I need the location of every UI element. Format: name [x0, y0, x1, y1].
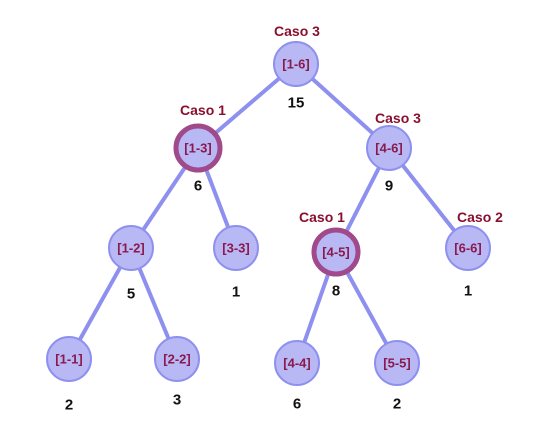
node-circle — [274, 340, 320, 386]
tree-node-n13: [1-3] 6 Caso 1 — [173, 102, 226, 195]
node-circle — [213, 225, 259, 271]
node-case-label: Caso 3 — [375, 110, 421, 126]
node-circle — [374, 340, 420, 386]
node-value-label: 2 — [393, 396, 401, 413]
node-interval-label: [1-2] — [117, 241, 144, 256]
tree-node-n16: [1-6] 15 Caso 3 — [273, 23, 320, 112]
tree-node-n33: [3-3] 1 — [213, 225, 259, 301]
node-value-label: 6 — [293, 396, 301, 413]
tree-node-n45: [4-5] 8 Caso 1 — [299, 209, 361, 300]
node-circle — [366, 125, 412, 171]
node-circle — [46, 336, 92, 382]
node-interval-label: [1-6] — [282, 57, 309, 72]
node-value-label: 8 — [332, 283, 340, 300]
node-value-label: 5 — [127, 286, 135, 303]
tree-node-n12: [1-2] 5 — [108, 225, 154, 303]
node-interval-label: [1-3] — [184, 141, 211, 156]
tree-node-n55: [5-5] 2 — [374, 340, 420, 413]
node-interval-label: [4-5] — [322, 245, 349, 260]
node-interval-label: [6-6] — [454, 241, 481, 256]
node-interval-label: [4-6] — [375, 141, 402, 156]
node-circle — [108, 225, 154, 271]
tree-node-n46: [4-6] 9 Caso 3 — [366, 110, 421, 195]
highlighted-node-circle — [173, 123, 223, 173]
node-circle — [154, 336, 200, 382]
node-interval-label: [2-2] — [163, 352, 190, 367]
node-circle — [445, 225, 491, 271]
tree-node-n22: [2-2] 3 — [154, 336, 200, 409]
node-circle — [273, 41, 319, 87]
node-case-label: Caso 1 — [299, 209, 345, 225]
node-value-label: 15 — [288, 95, 305, 112]
node-case-label: Caso 1 — [180, 102, 226, 118]
node-value-label: 6 — [194, 178, 202, 195]
node-case-label: Caso 3 — [274, 23, 320, 39]
node-value-label: 3 — [173, 392, 181, 409]
node-interval-label: [1-1] — [55, 352, 82, 367]
node-value-label: 1 — [464, 283, 472, 300]
tree-node-n66: [6-6] 1 Caso 2 — [445, 209, 503, 300]
tree-edges — [67, 62, 470, 365]
node-value-label: 2 — [65, 397, 73, 414]
node-value-label: 9 — [385, 178, 393, 195]
node-interval-label: [4-4] — [283, 356, 310, 371]
tree-node-n11: [1-1] 2 — [46, 336, 92, 414]
node-value-label: 1 — [232, 284, 240, 301]
node-interval-label: [3-3] — [222, 241, 249, 256]
highlighted-node-circle — [311, 227, 361, 277]
node-case-label: Caso 2 — [457, 209, 503, 225]
node-interval-label: [5-5] — [383, 356, 410, 371]
tree-node-n44: [4-4] 6 — [274, 340, 320, 413]
